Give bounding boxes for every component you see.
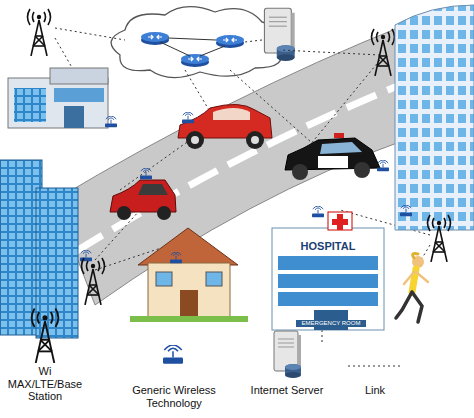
server-icon — [264, 8, 294, 61]
link-lines — [55, 28, 435, 345]
internet-cloud — [111, 7, 281, 78]
legend-text: Generic Wireless Technology — [124, 384, 224, 409]
tower-icon — [82, 258, 105, 305]
building-sign: HOSPITAL — [285, 240, 371, 253]
tower-icon — [28, 9, 51, 56]
hospital — [272, 212, 384, 330]
police-car — [285, 133, 380, 180]
red-vintage-car — [178, 104, 272, 149]
legend-text: Wi MAX/LTE/Base Station — [3, 365, 87, 403]
house — [130, 228, 248, 322]
tower-icon — [372, 29, 395, 76]
legend-text: Internet Server — [242, 384, 332, 397]
legend-text: Link — [345, 384, 405, 397]
red-car — [110, 180, 176, 220]
building-sign: EMERGENCY ROOM — [296, 320, 366, 327]
legend-icons — [32, 308, 402, 378]
runner — [396, 254, 428, 323]
skyscrapers — [0, 160, 78, 338]
office-building — [8, 68, 108, 128]
tower-icon — [428, 215, 451, 262]
tall-building — [395, 5, 474, 230]
